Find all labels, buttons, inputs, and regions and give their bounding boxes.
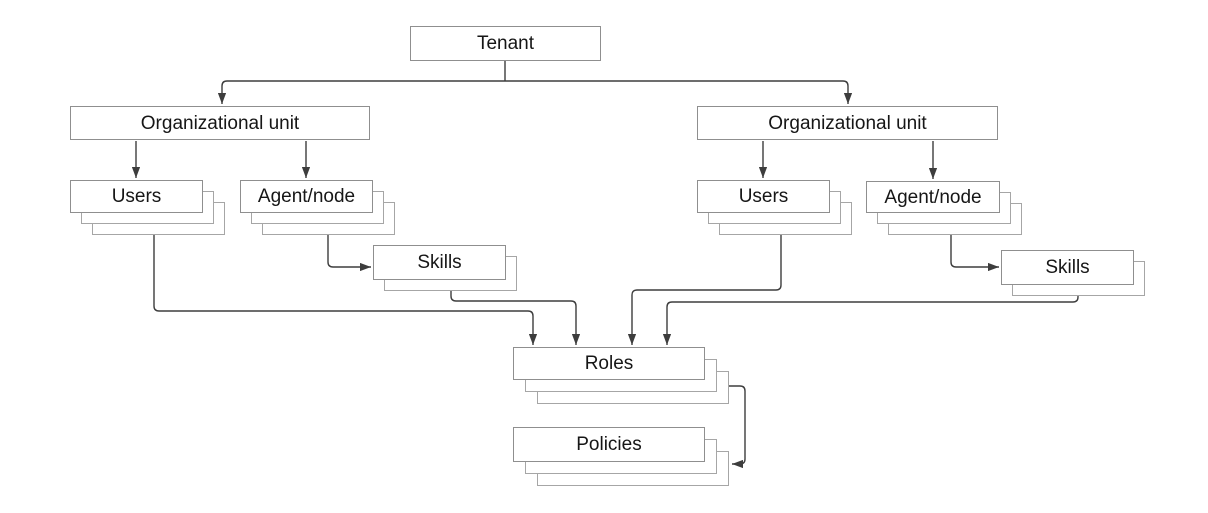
- edge-roles-policies: [729, 385, 746, 469]
- users-label: Users: [111, 186, 162, 207]
- skills-box: Skills: [373, 245, 506, 280]
- agent-node-label: Agent/node: [257, 186, 356, 207]
- edge-skills-right-roles: [662, 296, 1079, 345]
- agent-node-box: Agent/node: [240, 180, 373, 213]
- edge-agent-left-skills-left: [327, 235, 371, 272]
- users-box: Users: [70, 180, 203, 213]
- edge-tenant-org-right: [505, 80, 853, 104]
- roles-box: Roles: [513, 347, 705, 380]
- users-box: Users: [697, 180, 830, 213]
- skills-label: Skills: [1045, 257, 1090, 278]
- skills-label: Skills: [417, 252, 462, 273]
- skills-box: Skills: [1001, 250, 1134, 285]
- edge-tenant-org-left: [217, 80, 505, 104]
- agent-node-label: Agent/node: [884, 186, 982, 208]
- users-label: Users: [738, 186, 789, 207]
- roles-label: Roles: [584, 353, 634, 374]
- edge-users-right-roles: [627, 235, 782, 345]
- policies-box: Policies: [513, 427, 705, 462]
- edge-agent-right-skills-right: [950, 235, 999, 272]
- organizational-unit-box: Organizational unit: [70, 106, 370, 140]
- organizational-unit-box: Organizational unit: [697, 106, 998, 140]
- tenant-box: Tenant: [410, 26, 601, 61]
- policies-label: Policies: [576, 434, 642, 455]
- agent-node-box: Agent/node: [866, 181, 1000, 213]
- organizational-unit-label: Organizational unit: [140, 112, 300, 134]
- edge-skills-left-roles: [450, 291, 581, 345]
- tenant-label: Tenant: [476, 33, 535, 54]
- edge-users-left-roles: [153, 235, 538, 345]
- organizational-unit-label: Organizational unit: [768, 112, 927, 134]
